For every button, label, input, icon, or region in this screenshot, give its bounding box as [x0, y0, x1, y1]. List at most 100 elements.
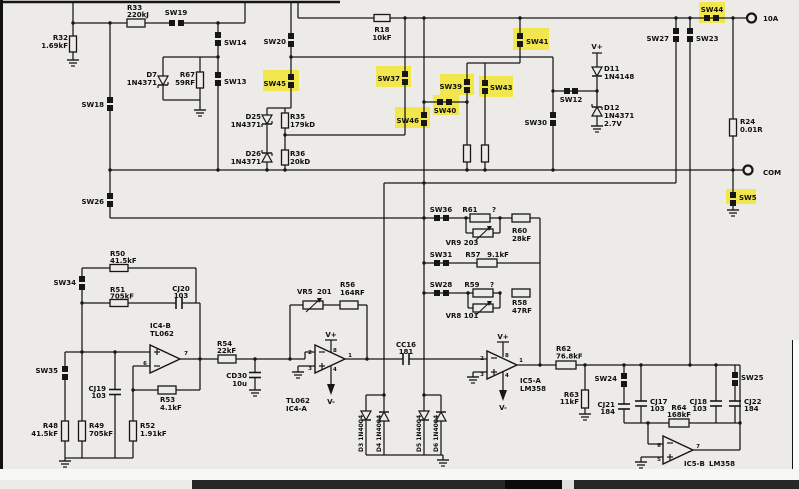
label-sw41: SW41 [526, 38, 549, 46]
label-r49_v: 705kF [89, 430, 113, 438]
sw30-switch-contact [550, 120, 556, 126]
sw23-switch-contact [687, 28, 693, 34]
label-r49_n: R49 [89, 422, 104, 430]
sw45-switch-contact [288, 74, 294, 80]
junction-dot [265, 168, 269, 172]
sw13-switch-contact [215, 80, 221, 86]
sw12-switch-contact [572, 88, 578, 94]
label-r50_n: R50 [110, 250, 125, 258]
resistor-r57 [476, 258, 498, 268]
label-r52_n: R52 [140, 422, 155, 430]
vminus-arrow-icon [499, 390, 507, 401]
label-r58_v: 47RF [512, 307, 532, 315]
label-p5a_4: 4 [505, 373, 509, 379]
label-sw30: SW30 [524, 119, 547, 127]
label-ic5b_n: IC5-B [684, 460, 705, 468]
sw41-switch-contact [517, 41, 523, 47]
label-cj19_v: 103 [91, 392, 106, 400]
label-cj21_v: 184 [600, 408, 615, 416]
sw20-switch-contact [288, 33, 294, 39]
sw31-switch-contact [443, 260, 449, 266]
label-sw18: SW18 [81, 101, 104, 109]
opamp-ic5a [486, 349, 519, 381]
label-d26_v: 1N4371 [231, 158, 261, 166]
label-sw36: SW36 [430, 206, 453, 214]
sw26-switch-contact [107, 201, 113, 207]
label-r60_n: R60 [512, 227, 527, 235]
label-r59_q: ? [490, 281, 494, 289]
label-vm_4a: V- [327, 398, 335, 406]
junction-dot [639, 363, 643, 367]
resistor-r32 [68, 35, 78, 53]
label-cj18_n: CJ18 [690, 398, 708, 406]
label-cd30_n: CD30 [226, 372, 247, 380]
resistor-r18 [373, 13, 391, 23]
label-r18_v: 10kF [372, 34, 391, 42]
junction-dot [283, 168, 287, 172]
label-sw40: SW40 [434, 107, 457, 115]
label-p5b_6: 6 [657, 443, 661, 449]
potentiometer-vr8-wiper [475, 301, 491, 316]
sw46-switch-contact [421, 120, 427, 126]
label-vp_d11: V+ [591, 43, 602, 51]
label-r51_n: R51 [110, 286, 125, 294]
sw27-switch-contact [673, 36, 679, 42]
label-r35_v: 179kD [290, 121, 315, 129]
potentiometer-vr5-wiper [317, 298, 322, 303]
junction-dot [283, 133, 287, 137]
resistor-r59 [472, 288, 494, 298]
label-r67_v: 59RF [175, 79, 195, 87]
junction-dot [688, 16, 692, 20]
label-sw12: SW12 [560, 96, 583, 104]
resistor-r50 [109, 263, 129, 273]
panel-terminal [742, 164, 754, 176]
sw5-switch-contact [730, 200, 736, 206]
label-r48_n: R48 [43, 422, 58, 430]
resistor-r23 [480, 144, 490, 163]
label-sw39: SW39 [439, 83, 462, 91]
sw24-switch-contact [621, 381, 627, 387]
label-p4b_7: 7 [184, 351, 188, 357]
label-p5a_8: 8 [505, 353, 509, 359]
sw14-switch-contact [215, 32, 221, 38]
sw25-switch-contact [732, 380, 738, 386]
label-tl4a_v: IC4-A [286, 405, 308, 413]
junction-dot [422, 16, 426, 20]
label-dl5: D5 1N4004 [416, 415, 423, 452]
label-sw20: SW20 [263, 38, 286, 46]
junction-dot [483, 168, 487, 172]
sw14-switch-contact [215, 40, 221, 46]
junction-dot [465, 100, 469, 104]
junction-dot [80, 301, 84, 305]
label-r36_v: 20kD [290, 158, 310, 166]
resistor-r64 [668, 418, 690, 428]
label-p4a_3: 3 [308, 366, 312, 372]
label-d7_n: D7 [146, 71, 157, 79]
sw28-switch-contact [443, 290, 449, 296]
label-sw37: SW37 [377, 75, 400, 83]
label-r33_v: 220kJ [127, 11, 149, 19]
junction-dot [674, 16, 678, 20]
label-vr8: VR8 101 [446, 312, 479, 320]
junction-dot [731, 16, 735, 20]
sw23-switch-contact [687, 36, 693, 42]
sw35-switch-contact [62, 366, 68, 372]
label-d12_n: D12 [604, 104, 620, 112]
junction-dot [551, 89, 555, 93]
label-sw25: SW25 [741, 374, 764, 382]
sw37-switch-contact [402, 79, 408, 85]
junction-dot [464, 216, 468, 220]
label-d25_n: D25 [245, 113, 261, 121]
label-sw5: SW5 [739, 194, 757, 202]
label-r64_n: R64 [671, 404, 686, 412]
label-r62_n: R62 [556, 345, 571, 353]
label-p5b_5: 5 [657, 457, 661, 463]
junction-dot [288, 357, 292, 361]
resistor-r33 [126, 18, 146, 28]
sw43-switch-contact [482, 88, 488, 94]
label-p5a_3: 3 [480, 372, 484, 378]
label-p4a_4: 4 [333, 367, 337, 373]
label-cj22_v: 184 [744, 405, 759, 413]
